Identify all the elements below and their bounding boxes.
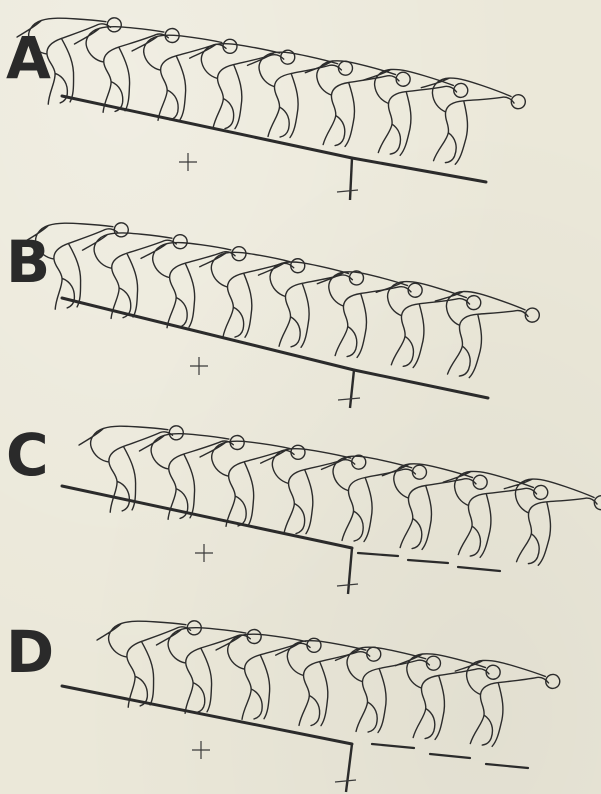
skier-head — [291, 445, 305, 459]
skier-outline — [156, 624, 255, 715]
panel-d: D — [6, 614, 561, 792]
edge-tick — [337, 584, 358, 586]
skier-figure — [376, 461, 488, 555]
panel-label-b: B — [6, 228, 50, 296]
skier-sequence — [95, 614, 561, 753]
skier-outline — [189, 43, 284, 129]
skier-figure — [389, 651, 501, 745]
skier-outline — [275, 640, 370, 726]
skier-outline — [216, 633, 312, 720]
skier-sequence — [22, 216, 541, 387]
slope-line — [62, 298, 354, 370]
ski-track-segment — [372, 744, 414, 748]
panel-c: C — [6, 419, 601, 594]
panel-label-c: C — [6, 421, 49, 489]
skier-outline — [199, 252, 294, 338]
skier-figure — [299, 58, 411, 152]
skier-figure — [410, 73, 527, 174]
skier-head — [223, 39, 237, 53]
slope-continuation-line — [354, 370, 488, 398]
edge-marker — [348, 548, 352, 594]
skier-outline — [410, 73, 517, 172]
skier-figure — [132, 33, 239, 121]
skier-outline — [332, 646, 430, 735]
skier-figure — [189, 43, 295, 129]
skier-figure — [355, 65, 470, 162]
slope-line — [62, 96, 352, 158]
ski-track-segment — [458, 567, 500, 571]
panel-b: B — [6, 216, 541, 408]
skier-sequence — [15, 11, 527, 174]
skier-figure — [332, 646, 441, 736]
skier-figure — [311, 269, 423, 363]
panel-label-d: D — [6, 618, 54, 686]
skier-figure — [199, 252, 305, 338]
skier-head — [114, 222, 129, 237]
edge-marker — [346, 744, 352, 792]
skier-head — [367, 647, 381, 661]
edge-tick — [335, 780, 356, 782]
ski-track-segment — [430, 754, 470, 758]
edge-tick — [337, 190, 358, 192]
edge-marker — [350, 158, 352, 200]
ski-track-segment — [486, 764, 528, 768]
ski-track-segment — [408, 560, 448, 563]
skier-head — [247, 629, 262, 644]
slope-continuation-line — [352, 158, 486, 182]
edge-tick — [338, 398, 360, 400]
skier-figure — [318, 455, 427, 545]
skier-outline — [447, 656, 551, 752]
skier-head — [169, 425, 184, 440]
skier-head — [173, 234, 188, 249]
skier-figure — [156, 623, 266, 715]
edge-marker — [350, 370, 354, 408]
skier-figure — [275, 640, 381, 726]
ski-track-segment — [358, 553, 398, 556]
slope-line — [62, 486, 352, 548]
slope-line — [62, 686, 352, 744]
skier-head — [291, 259, 305, 273]
skier-head — [107, 17, 122, 32]
panel-a: A — [6, 11, 527, 200]
skier-figure — [255, 260, 364, 350]
skier-head — [230, 435, 245, 450]
skier-figure — [216, 632, 323, 720]
skier-figure — [244, 51, 353, 141]
skier-sequence — [77, 419, 601, 575]
